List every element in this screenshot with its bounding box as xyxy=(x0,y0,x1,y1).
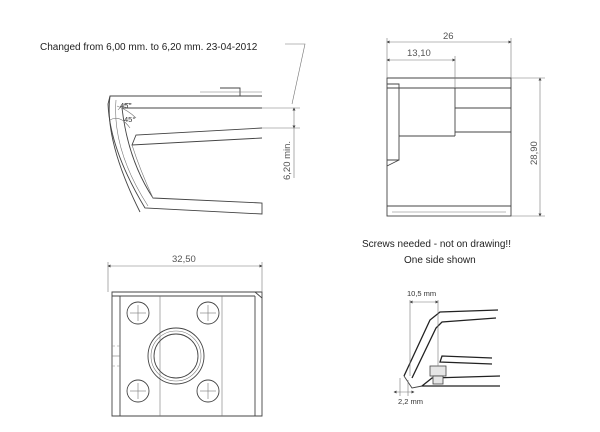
screw-hole xyxy=(196,301,220,325)
screw-detail-view: 10,5 mm 2,2 mm xyxy=(393,289,501,406)
top-width-dimension: 26 xyxy=(443,31,454,42)
front-view: 26 13,10 28,90 xyxy=(386,31,545,217)
height-dimension: 28,90 xyxy=(529,141,540,165)
bottom-width-dimension: 32,50 xyxy=(172,254,196,265)
partial-width-dimension: 13,10 xyxy=(407,48,431,59)
bottom-view: 32,50 xyxy=(107,254,263,417)
side-note: One side shown xyxy=(404,255,476,266)
angle-label-a: 45° xyxy=(120,101,131,110)
screw-hole xyxy=(126,301,150,325)
detail-width-dimension: 10,5 mm xyxy=(407,289,436,298)
side-profile-view: 45° 45° 6,20 min. xyxy=(107,87,300,215)
screw-hole xyxy=(126,379,150,403)
min-gap-dimension: 6,20 min. xyxy=(282,141,293,180)
change-note-leader xyxy=(285,43,306,105)
screws-note: Screws needed - not on drawing!! xyxy=(362,239,511,250)
change-note: Changed from 6,00 mm. to 6,20 mm. 23-04-… xyxy=(40,42,258,53)
angle-label-b: 45° xyxy=(124,115,135,124)
detail-offset-dimension: 2,2 mm xyxy=(398,397,423,406)
screw-hole xyxy=(196,379,220,403)
